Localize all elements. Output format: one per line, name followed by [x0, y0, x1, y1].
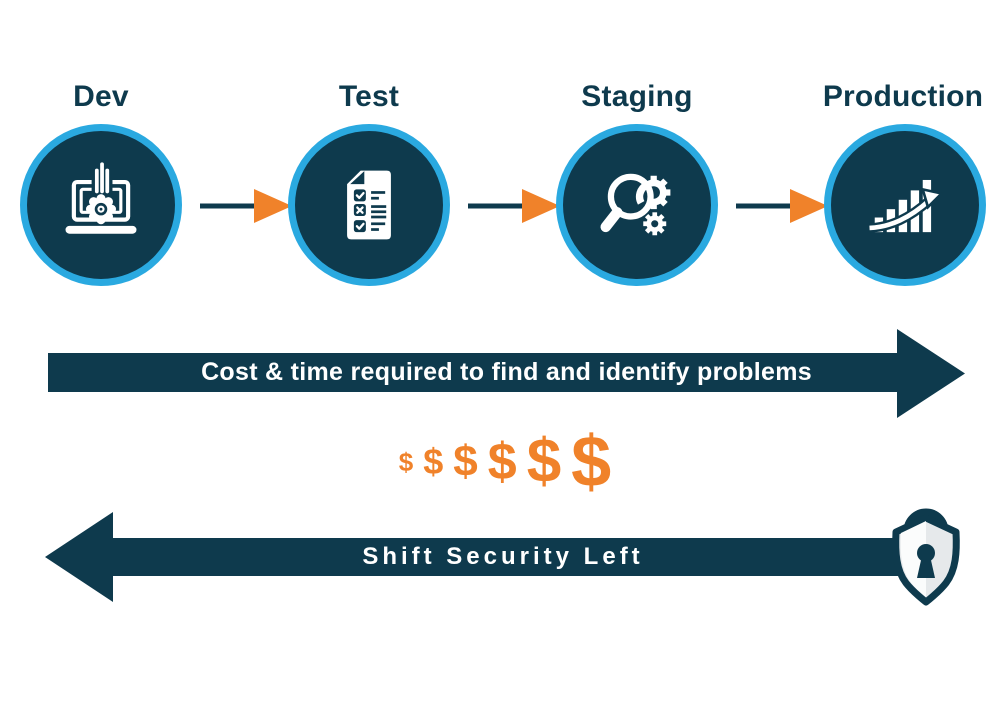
stage-label-production: Production — [822, 80, 984, 113]
keyhole-stem — [917, 558, 935, 578]
check-row-2 — [353, 203, 387, 219]
magnifier-handle — [600, 207, 623, 233]
laptop-gear-icon — [65, 162, 137, 234]
small-gear-glyph — [643, 212, 667, 236]
dollar-sign: $ — [487, 433, 517, 491]
stage-circle-staging — [556, 124, 718, 286]
swoosh — [869, 198, 932, 231]
dollar-signs: $ $ $ $ $ $ — [300, 420, 710, 504]
growth-chart-icon — [869, 179, 945, 233]
checklist-icon — [347, 170, 391, 240]
keyhole — [917, 544, 935, 562]
stage-label-dev: Dev — [73, 80, 129, 113]
stage-circle-production — [824, 124, 986, 286]
cost-arrow — [48, 329, 965, 418]
stage-circle-test — [288, 124, 450, 286]
shift-left-arrow — [45, 512, 905, 602]
check-row-1 — [353, 189, 386, 202]
lock-shield-icon — [892, 508, 960, 606]
flow-arrow — [200, 189, 292, 223]
gear-glyph — [85, 194, 117, 225]
dollar-sign: $ — [398, 447, 414, 477]
check-row-3 — [353, 220, 386, 233]
dollar-sign: $ — [453, 437, 478, 486]
swoosh-arrowhead — [920, 187, 945, 210]
flow-arrow — [736, 189, 828, 223]
stage-label-test: Test — [338, 80, 400, 113]
flow-arrow — [468, 189, 560, 223]
dollar-sign: $ — [423, 441, 444, 482]
cost-arrow-label: Cost & time required to find and identif… — [201, 357, 812, 386]
dollar-sign: $ — [571, 422, 612, 502]
magnifier-gears-icon — [600, 173, 671, 236]
shift-arrow-label: Shift Security Left — [362, 543, 644, 570]
stage-label-staging: Staging — [581, 80, 693, 113]
dollar-sign: $ — [526, 427, 562, 496]
gear-in-lens — [635, 181, 649, 205]
stage-circle-dev — [20, 124, 182, 286]
